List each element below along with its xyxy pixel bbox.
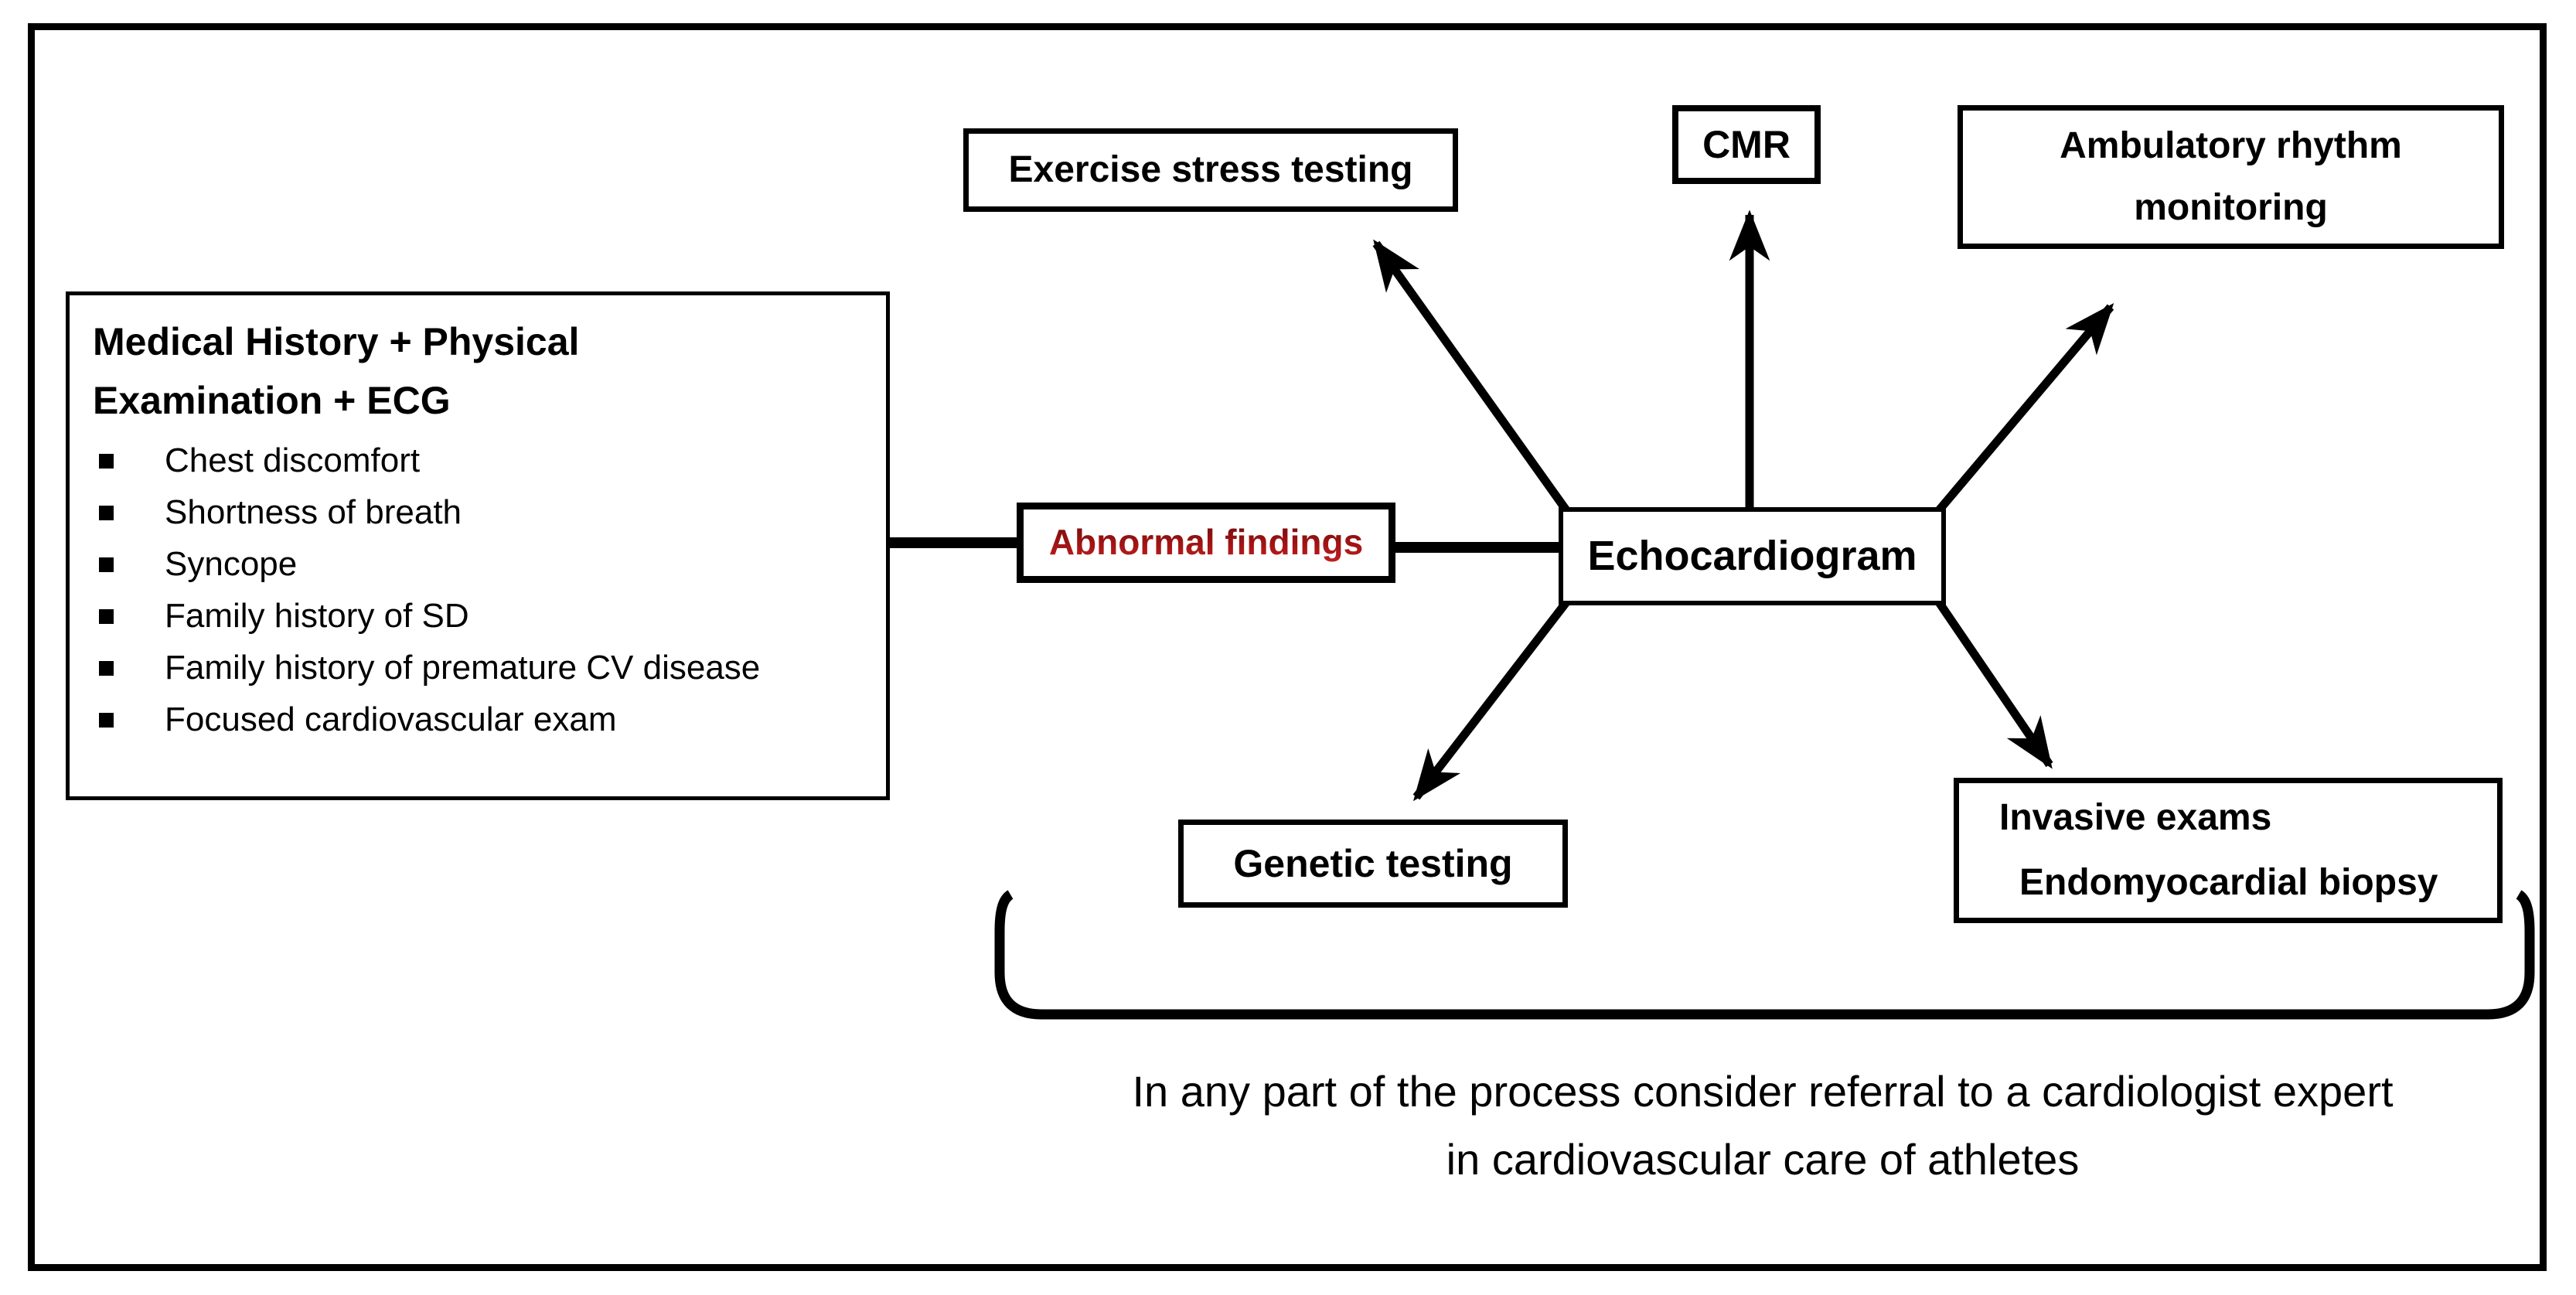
medical-history-title-line1: Medical History + Physical <box>93 320 580 363</box>
bullet-label: Shortness of breath <box>165 493 462 531</box>
ambulatory-label-line2: monitoring <box>2134 187 2328 228</box>
bullet-label: Syncope <box>165 545 298 583</box>
medical-history-title: Medical History + Physical Examination +… <box>93 312 867 430</box>
list-item: Shortness of breath <box>93 486 867 538</box>
echocardiogram-box: Echocardiogram <box>1559 507 1946 605</box>
cmr-box: CMR <box>1672 105 1821 184</box>
square-bullet-icon <box>99 713 114 728</box>
genetic-testing-box: Genetic testing <box>1178 820 1568 908</box>
list-item: Syncope <box>93 538 867 590</box>
bottom-bracket <box>994 890 2535 1020</box>
medical-history-box: Medical History + Physical Examination +… <box>66 291 890 800</box>
bullet-label: Focused cardiovascular exam <box>165 700 617 738</box>
referral-note-line2: in cardiovascular care of athletes <box>1446 1135 2080 1184</box>
arrow-to-exercise-stress-testing <box>1372 239 1570 513</box>
arrow-to-invasive-exams <box>1935 599 2053 769</box>
referral-note: In any part of the process consider refe… <box>990 1058 2536 1194</box>
list-item: Family history of premature CV disease <box>93 642 867 694</box>
ambulatory-rhythm-monitoring-box: Ambulatory rhythm monitoring <box>1958 105 2504 249</box>
bullet-label: Family history of SD <box>165 597 469 635</box>
list-item: Chest discomfort <box>93 435 867 486</box>
invasive-exams-label-line1: Invasive exams <box>1999 797 2272 838</box>
list-item: Family history of SD <box>93 590 867 642</box>
bullet-label: Family history of premature CV disease <box>165 649 761 687</box>
square-bullet-icon <box>99 454 114 469</box>
square-bullet-icon <box>99 557 114 572</box>
cmr-label: CMR <box>1702 122 1791 166</box>
arrow-to-ambulatory-monitoring <box>1935 302 2114 513</box>
arrow-to-genetic-testing <box>1412 599 1570 802</box>
genetic-testing-label: Genetic testing <box>1233 841 1513 885</box>
medical-history-title-line2: Examination + ECG <box>93 379 451 422</box>
invasive-exams-label-line2: Endomyocardial biopsy <box>2019 862 2438 903</box>
abnormal-findings-box: Abnormal findings <box>1017 503 1395 583</box>
invasive-exams-box: Invasive exams Endomyocardial biopsy <box>1954 778 2503 923</box>
list-item: Focused cardiovascular exam <box>93 694 867 745</box>
echocardiogram-label: Echocardiogram <box>1587 532 1917 579</box>
bullet-label: Chest discomfort <box>165 441 421 479</box>
square-bullet-icon <box>99 506 114 520</box>
exercise-stress-testing-label: Exercise stress testing <box>1008 149 1413 190</box>
exercise-stress-testing-box: Exercise stress testing <box>963 128 1458 212</box>
abnormal-findings-label: Abnormal findings <box>1049 520 1363 565</box>
ambulatory-label-line1: Ambulatory rhythm <box>2060 125 2402 166</box>
square-bullet-icon <box>99 661 114 676</box>
referral-note-line1: In any part of the process consider refe… <box>1132 1067 2394 1116</box>
square-bullet-icon <box>99 609 114 624</box>
